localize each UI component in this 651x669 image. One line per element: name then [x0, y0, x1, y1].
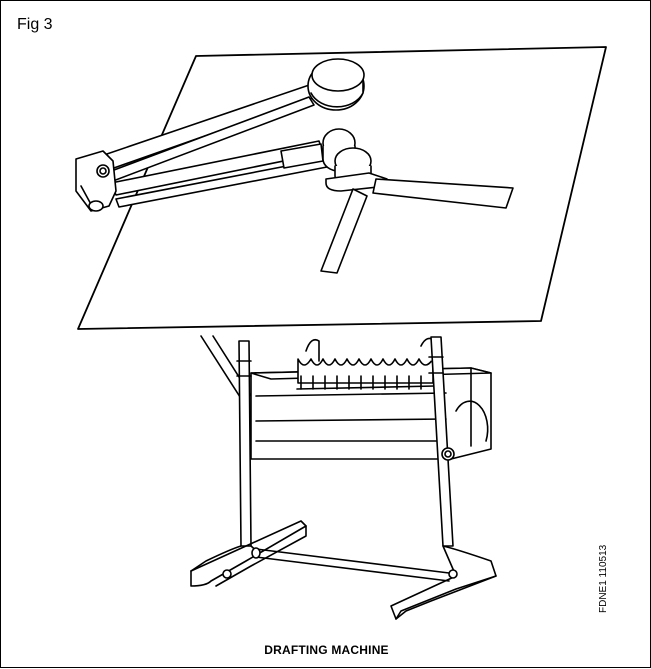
scales — [321, 179, 513, 273]
horizontal-scale — [373, 179, 513, 208]
drawer-wheel — [456, 401, 488, 441]
left-leg — [191, 341, 306, 586]
figure-label: Fig 3 — [17, 16, 53, 33]
paper-rolls — [298, 359, 433, 383]
cross-bar — [252, 548, 449, 581]
vertical-scale — [321, 189, 367, 273]
figure-code: FDNE1 110513 — [598, 544, 609, 613]
drafting-arm — [76, 59, 387, 211]
figure-caption: DRAFTING MACHINE — [264, 643, 389, 657]
drawer-unit — [251, 359, 491, 459]
right-leg — [391, 337, 496, 619]
